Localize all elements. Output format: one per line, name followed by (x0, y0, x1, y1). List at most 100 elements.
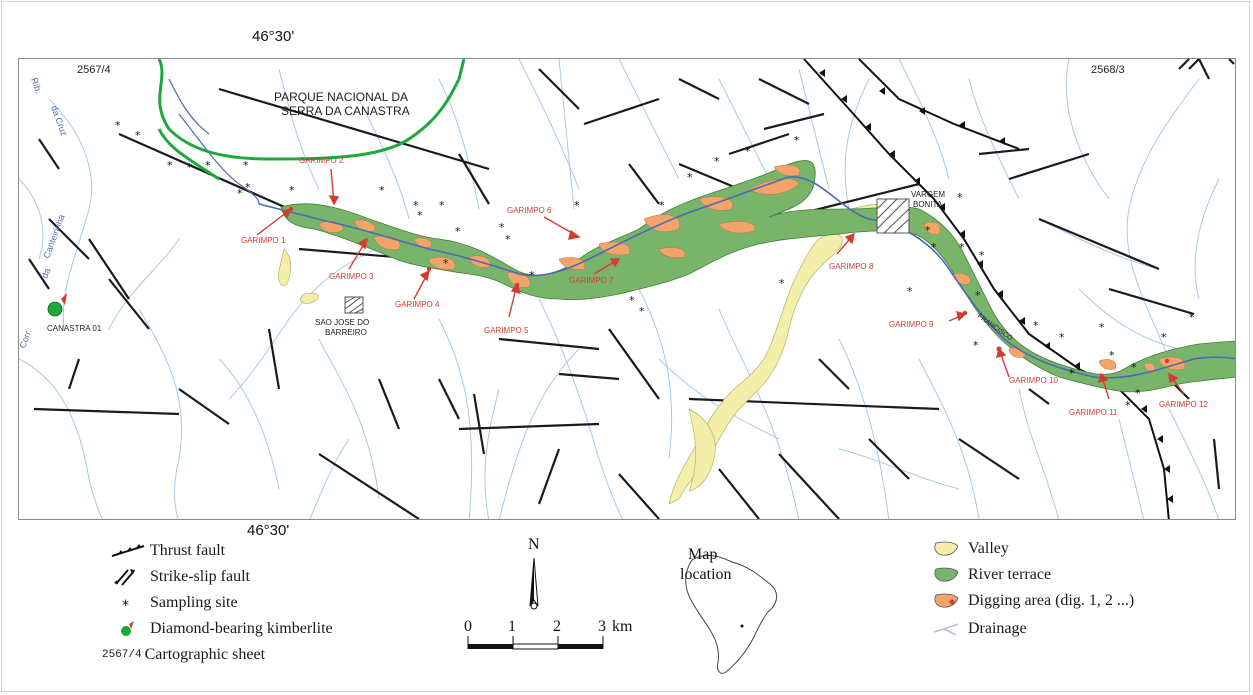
svg-text:*: * (289, 184, 295, 197)
svg-text:*: * (1033, 319, 1039, 332)
svg-text:*: * (1161, 331, 1167, 344)
legend-kimberlite: Diamond-bearing kimberlite (110, 620, 333, 638)
legend-valley: Valley (928, 540, 1009, 558)
svg-text:*: * (714, 155, 720, 168)
svg-text:*: * (417, 209, 423, 222)
svg-text:*: * (1189, 311, 1195, 324)
scale-unit: km (612, 618, 633, 635)
svg-text:*: * (745, 145, 751, 158)
park-label-line2: SERRA DA CANASTRA (281, 104, 410, 118)
legend-drainage-label: Drainage (968, 620, 1027, 637)
garimpo-5-label: GARIMPO 5 (484, 326, 529, 335)
svg-text:*: * (1109, 349, 1115, 362)
svg-text:*: * (115, 119, 121, 132)
legend-right: Valley River terrace Digging area (dig. … (928, 540, 1248, 670)
garimpo-7-label: GARIMPO 7 (569, 276, 614, 285)
scale-tick-0: 0 (464, 618, 472, 635)
svg-text:*: * (779, 277, 785, 290)
svg-text:*: * (187, 161, 193, 174)
sao-francisco-river (258, 176, 1235, 379)
svg-text:*: * (122, 598, 129, 612)
scale-tick-2: 2 (553, 618, 561, 635)
svg-text:*: * (629, 294, 635, 307)
legend-terrace-label: River terrace (968, 566, 1052, 583)
svg-text:*: * (243, 159, 249, 172)
rib-label: Rib. (29, 76, 44, 94)
svg-text:*: * (135, 129, 141, 142)
kimberlite-canastra-01 (47, 293, 67, 317)
scale-tick-3: 3 (598, 618, 606, 635)
legend-sheet-label: Cartographic sheet (144, 646, 266, 663)
legend-sheet: 2567/4 Cartographic sheet (102, 646, 265, 664)
svg-text:*: * (1069, 367, 1075, 380)
town-sao-jose (344, 296, 364, 314)
drainage-icon (928, 620, 964, 638)
svg-text:*: * (979, 249, 985, 262)
svg-text:*: * (237, 187, 243, 200)
svg-text:*: * (167, 159, 173, 172)
corr-canteirinha-label: Canteirinha (41, 213, 66, 260)
legend-sheet-code: 2567/4 (102, 649, 142, 661)
legend-left: Thrust fault Strike-slip fault * Samplin… (102, 540, 430, 690)
thrust-fault (803, 59, 1170, 519)
corr-label: Corr. (19, 328, 34, 350)
scale-tick-1: 1 (508, 618, 516, 635)
svg-text:*: * (413, 199, 419, 212)
svg-text:*: * (931, 241, 937, 254)
svg-text:*: * (1125, 399, 1131, 412)
garimpo-6-label: GARIMPO 6 (507, 206, 552, 215)
scale-and-north: N 0 1 2 3 km (462, 536, 652, 656)
garimpo-11-label: GARIMPO 11 (1069, 408, 1118, 417)
garimpo-12-label: GARIMPO 12 (1159, 400, 1208, 409)
legend-sampling-label: Sampling site (150, 594, 238, 611)
legend-sampling: * Sampling site (110, 594, 238, 612)
geologic-map[interactable]: *** *** *** *** *** *** *** *** *** *** … (18, 58, 1236, 520)
digging-swatch-icon (928, 592, 964, 610)
park-boundary (157, 59, 466, 161)
garimpo-10-label: GARIMPO 10 (1009, 376, 1058, 385)
south-america-outline-icon (685, 555, 777, 674)
kimberlite-label: CANASTRA 01 (47, 324, 102, 333)
svg-text:*: * (659, 199, 665, 212)
north-label: N (528, 536, 540, 553)
legend-terrace: River terrace (928, 566, 1051, 584)
legend-drainage: Drainage (928, 620, 1027, 638)
svg-text:*: * (505, 233, 511, 246)
garimpo-2-label: GARIMPO 2 (299, 156, 344, 165)
svg-text:*: * (973, 339, 979, 352)
inset-line1: Map (688, 546, 718, 563)
bottom-longitude-label: 46°30' (247, 522, 290, 539)
svg-text:*: * (639, 305, 645, 318)
location-inset: Map location (660, 542, 800, 682)
corr-da-label: da (39, 267, 52, 280)
legend-kimberlite-label: Diamond-bearing kimberlite (150, 620, 333, 637)
legend-thrust-fault: Thrust fault (110, 542, 225, 560)
garimpo-9-label: GARIMPO 9 (889, 320, 934, 329)
sampling-sites: *** *** *** *** *** *** *** *** *** *** … (115, 119, 1195, 412)
legend-digging: Digging area (dig. 1, 2 ...) (928, 592, 1134, 610)
thrust-fault-icon (110, 542, 146, 560)
legend-strike-slip: Strike-slip fault (110, 568, 250, 586)
valley-swatch-icon (928, 540, 964, 558)
svg-text:*: * (1131, 361, 1137, 374)
legend-digging-label: Digging area (dig. 1, 2 ...) (968, 592, 1135, 609)
rib-cruz-label: da Cruz (49, 104, 69, 138)
north-arrow-icon (467, 557, 604, 650)
town-vargem-line2: BONITA (913, 200, 943, 209)
inset-line2: location (680, 566, 732, 583)
svg-text:*: * (455, 225, 461, 238)
garimpo-8-label: GARIMPO 8 (829, 262, 874, 271)
sheet-left-label: 2567/4 (77, 64, 111, 76)
top-longitude-label: 46°30' (252, 28, 295, 45)
sheet-right-label: 2568/3 (1091, 64, 1125, 76)
legend-strike-label: Strike-slip fault (150, 568, 250, 585)
svg-text:*: * (687, 171, 693, 184)
terrace-swatch-icon (928, 566, 964, 584)
svg-text:*: * (925, 224, 931, 237)
strike-slip-icon (110, 568, 146, 586)
svg-text:*: * (529, 269, 535, 282)
svg-text:*: * (957, 191, 963, 204)
svg-text:*: * (443, 257, 449, 270)
svg-text:*: * (959, 241, 965, 254)
